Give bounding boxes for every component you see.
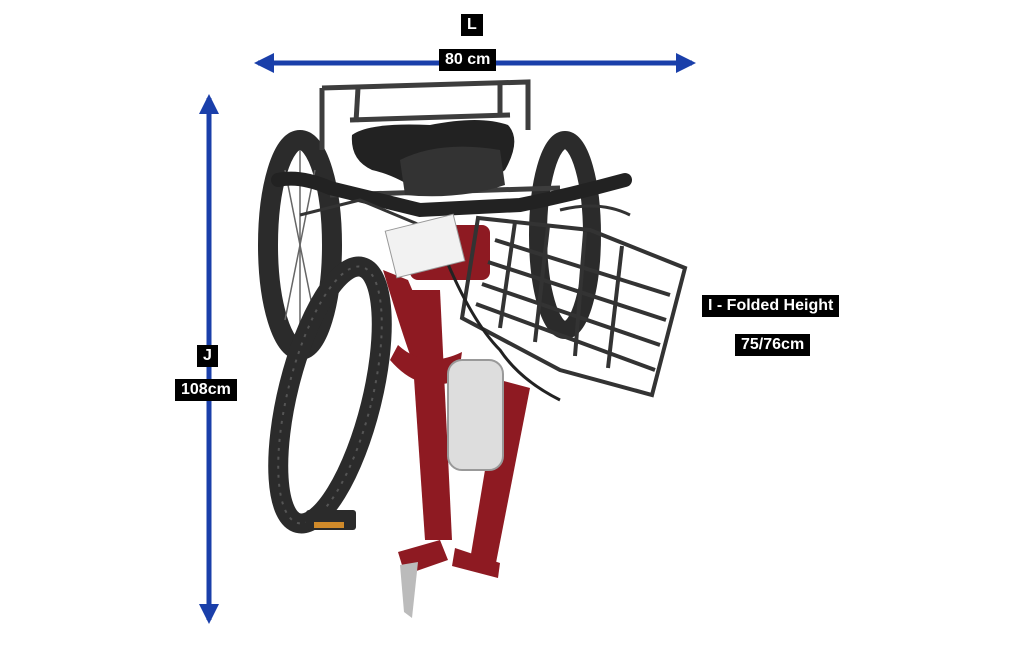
front-wheel — [268, 256, 392, 534]
kickstand — [400, 562, 418, 618]
width-value-label: 80 cm — [439, 49, 497, 71]
cable — [438, 244, 561, 402]
handlebar — [271, 171, 632, 227]
front-basket — [459, 215, 688, 398]
rear-right-wheel — [529, 131, 601, 339]
battery — [447, 359, 504, 471]
folded-height-value: 75/76cm — [735, 334, 811, 356]
height-value-label: 108cm — [175, 379, 237, 401]
folded-height-title: I - Folded Height — [702, 295, 840, 317]
hang-tag — [384, 213, 466, 279]
height-letter-label: J — [197, 345, 218, 367]
folded-trike-illustration — [258, 79, 688, 618]
width-letter-label: L — [461, 14, 483, 36]
seat-back — [400, 146, 505, 197]
pedal-reflector — [314, 522, 344, 528]
